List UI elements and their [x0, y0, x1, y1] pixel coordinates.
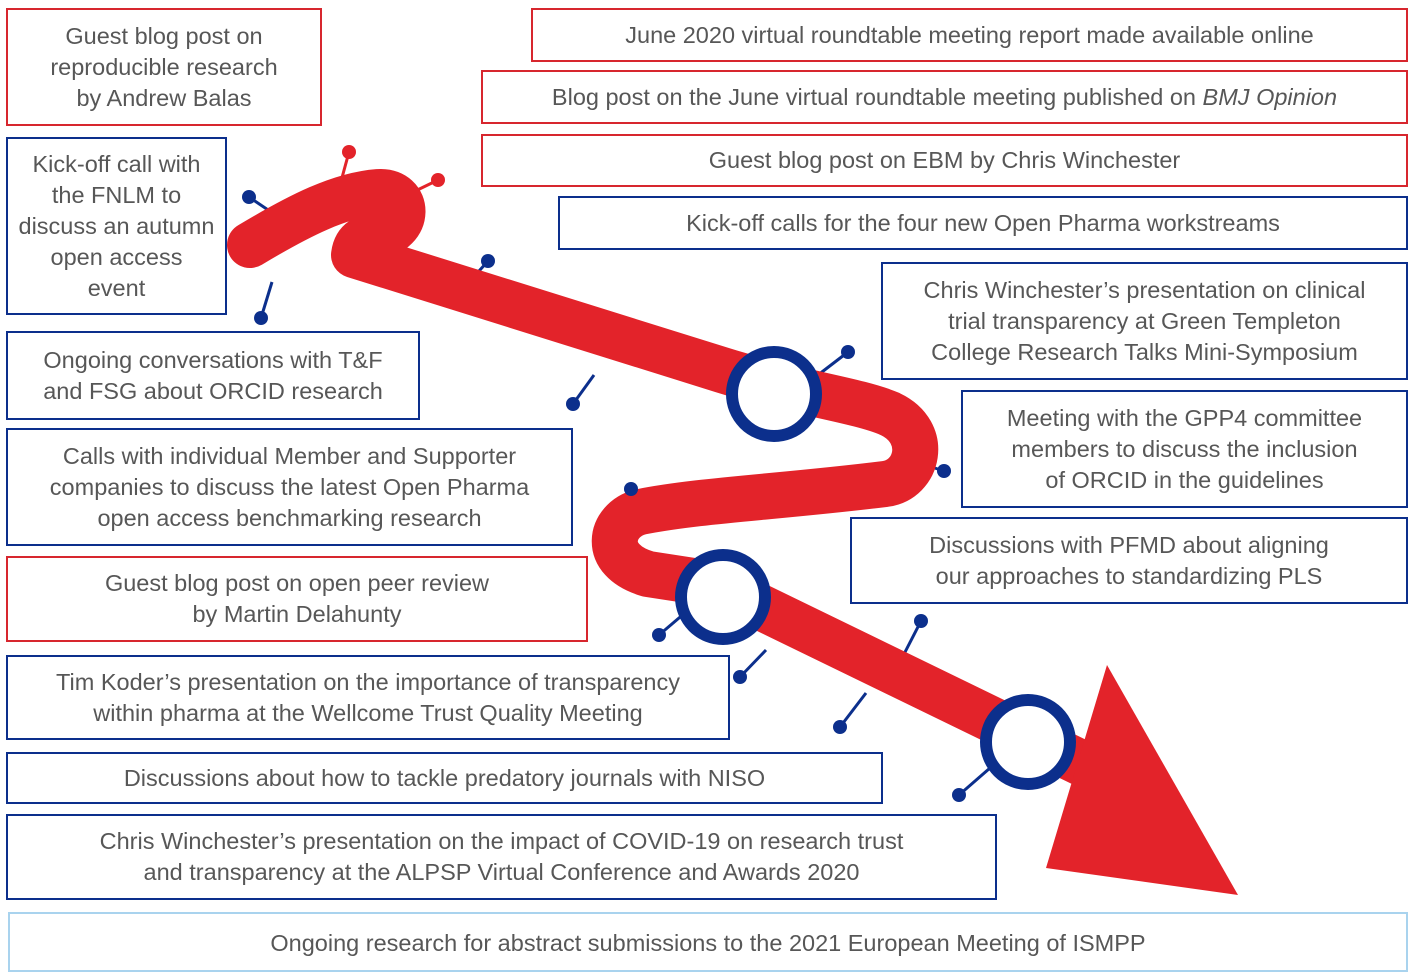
milestone-ring [726, 346, 822, 442]
event-gpp4-meeting: Meeting with the GPP4 committee members … [961, 390, 1408, 508]
connector-dot [914, 614, 928, 628]
connector-dot [254, 311, 268, 325]
connector-dot [566, 397, 580, 411]
milestone-ring [675, 549, 771, 645]
connector-dot [242, 190, 256, 204]
connector-dot [952, 788, 966, 802]
connector-line [838, 692, 868, 728]
event-june-report: June 2020 virtual roundtable meeting rep… [531, 8, 1408, 62]
event-guest-blog-ebm: Guest blog post on EBM by Chris Winchest… [481, 134, 1408, 187]
connector-dot [652, 628, 666, 642]
timeline-arrow-body [227, 169, 1131, 799]
june-blog-text: Blog post on the June virtual roundtable… [551, 83, 1203, 110]
event-alpsp-presentation: Chris Winchester’s presentation on the i… [6, 814, 997, 900]
event-workstream-kickoff: Kick-off calls for the four new Open Pha… [558, 196, 1408, 250]
connector-dot [624, 482, 638, 496]
connector-dot [937, 464, 951, 478]
timeline-arrow-head [1046, 665, 1238, 895]
connector-dot [833, 720, 847, 734]
milestone-rings [675, 346, 1076, 790]
june-blog-outlet: BMJ Opinion [1202, 83, 1338, 110]
event-predatory-journals: Discussions about how to tackle predator… [6, 752, 883, 804]
event-ismpp-research: Ongoing research for abstract submission… [8, 912, 1408, 972]
connector-endpoints [242, 145, 966, 802]
connector-dot [431, 173, 445, 187]
event-orcid-conversations: Ongoing conversations with T&F and FSG a… [6, 331, 420, 420]
connector-dot [841, 345, 855, 359]
event-pfmd-discussions: Discussions with PFMD about aligning our… [850, 517, 1408, 604]
event-guest-blog-reproducible: Guest blog post on reproducible research… [6, 8, 322, 126]
event-member-calls: Calls with individual Member and Support… [6, 428, 573, 546]
connector-dot [342, 145, 356, 159]
event-june-blog: Blog post on the June virtual roundtable… [481, 70, 1408, 124]
event-kickoff-fnlm: Kick-off call with the FNLM to discuss a… [6, 137, 227, 315]
event-guest-blog-peer-review: Guest blog post on open peer review by M… [6, 556, 588, 642]
event-tim-koder-presentation: Tim Koder’s presentation on the importan… [6, 655, 730, 740]
milestone-ring [980, 694, 1076, 790]
connector-dot [481, 254, 495, 268]
connector-dot [733, 670, 747, 684]
event-green-templeton: Chris Winchester’s presentation on clini… [881, 262, 1408, 380]
